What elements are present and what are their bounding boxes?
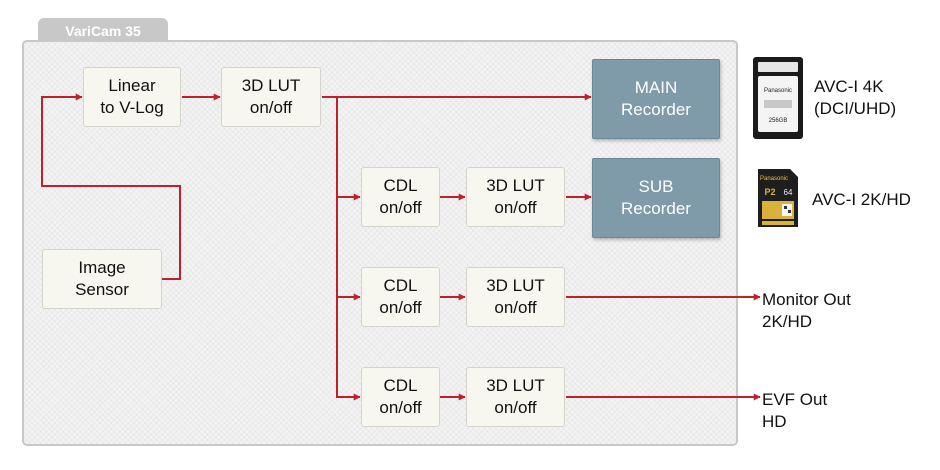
sub-card-brand: Panasonic [760, 176, 788, 182]
lut-evf-block: 3D LUT on/off [466, 367, 565, 427]
sub-media-card-icon: Panasonic P2 64 [758, 169, 798, 227]
lut-sub-block: 3D LUT on/off [466, 167, 565, 227]
lut-monitor-block: 3D LUT on/off [466, 267, 565, 327]
linear-to-vlog-block: Linear to V-Log [83, 67, 181, 127]
sub-format-label: AVC-I 2K/HD [812, 190, 911, 209]
evf-out-label: EVF Out HD [762, 390, 828, 431]
camera-title-tab: VariCam 35 [38, 18, 168, 44]
sub-card-logo: P2 [764, 187, 775, 197]
main-media-card-icon: Panasonic 256GB [753, 57, 803, 139]
main-recorder-block: MAIN Recorder [592, 59, 720, 139]
image-sensor-block: Image Sensor [42, 249, 162, 309]
cdl-sub-block: CDL on/off [361, 167, 440, 227]
cdl-monitor-block: CDL on/off [361, 267, 440, 327]
sub-card-capacity: 64 [784, 188, 793, 197]
sub-recorder-block: SUB Recorder [592, 158, 720, 238]
cdl-evf-block: CDL on/off [361, 367, 440, 427]
wire-sensor-to-linear [41, 93, 181, 280]
main-format-label: AVC-I 4K (DCI/UHD) [814, 77, 897, 118]
monitor-out-label: Monitor Out 2K/HD [762, 290, 851, 331]
lut-main-block: 3D LUT on/off [221, 67, 321, 127]
main-card-brand: Panasonic [764, 88, 792, 94]
main-card-capacity: 256GB [769, 118, 788, 124]
